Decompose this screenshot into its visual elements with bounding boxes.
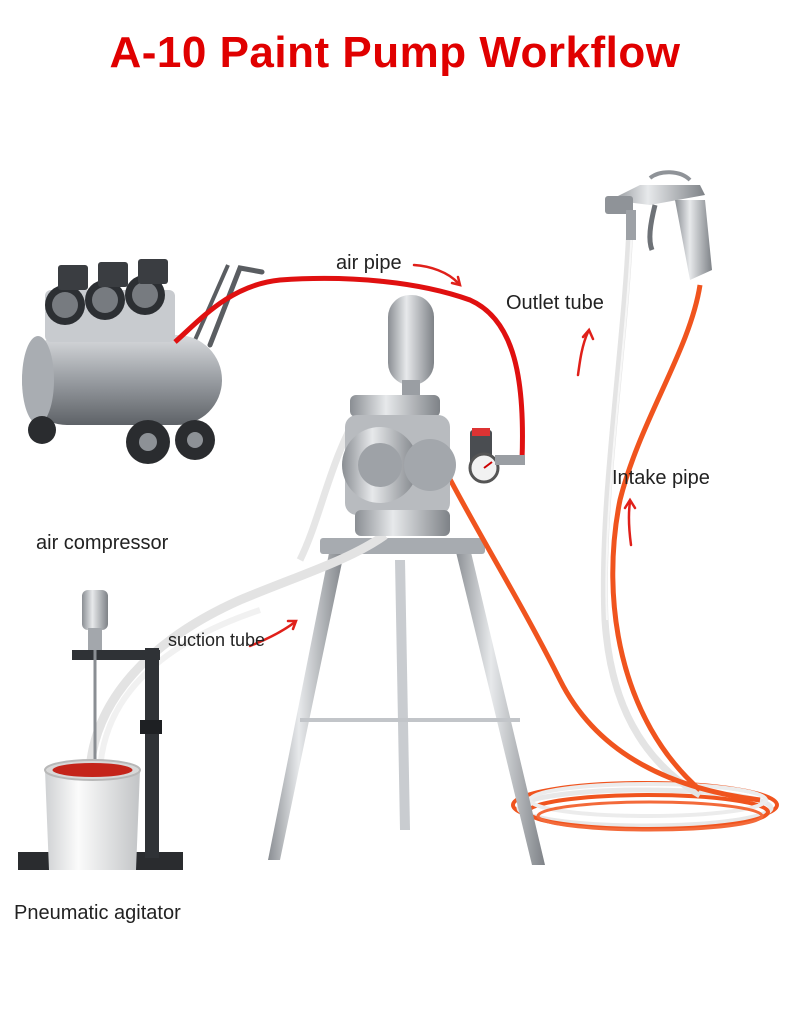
intake-pipe-label: Intake pipe: [612, 467, 710, 489]
pump-stand: [268, 538, 545, 865]
hose-coil: [511, 781, 779, 832]
suction-tube-arrow: [248, 619, 298, 648]
diaphragm-pump-icon: [342, 295, 525, 536]
orange-gun-hose: [610, 284, 703, 792]
suction-tube-label: suction tube: [168, 630, 266, 650]
air-pipe-arrow: [412, 263, 462, 287]
orange-fluid-hose: [437, 458, 761, 803]
outlet-tube-label: Outlet tube: [506, 292, 604, 314]
pneumatic-agitator-label: Pneumatic agitator: [14, 902, 181, 924]
air-compressor-label: air compressor: [36, 532, 169, 554]
pneumatic-agitator-icon: [18, 590, 183, 870]
air-pipe: [173, 275, 525, 461]
intake-pipe-arrow: [623, 497, 637, 547]
outlet-tube-arrow: [576, 327, 595, 377]
spray-gun-icon: [605, 170, 712, 280]
diagram-title: A-10 Paint Pump Workflow: [109, 28, 681, 77]
flow-arrows: [248, 263, 637, 648]
air-compressor-icon: [22, 259, 265, 464]
air-pipe-label: air pipe: [336, 252, 402, 274]
